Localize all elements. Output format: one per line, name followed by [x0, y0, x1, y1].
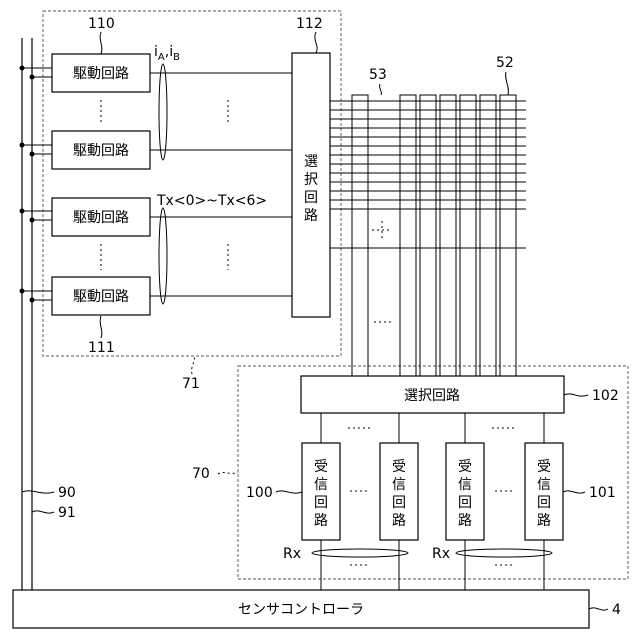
ref-71: 71	[182, 376, 200, 392]
svg-text:路: 路	[304, 208, 318, 224]
receive-circuit-1: 受 信 回 路	[302, 443, 340, 540]
ref-4: 4	[612, 602, 621, 618]
svg-text:受: 受	[458, 459, 472, 475]
svg-text:路: 路	[314, 513, 328, 529]
svg-text:信: 信	[314, 477, 328, 493]
svg-text:受: 受	[314, 459, 328, 475]
svg-text:路: 路	[458, 513, 472, 529]
svg-text:回: 回	[537, 495, 551, 511]
svg-text:回: 回	[392, 495, 406, 511]
ref-70: 70	[192, 466, 210, 482]
bundle-ellipse-iab	[159, 64, 167, 160]
drive-circuit-label: 駆動回路	[73, 66, 129, 82]
ref-52: 52	[496, 55, 514, 71]
ref-111: 111	[88, 340, 115, 356]
power-taps	[20, 66, 53, 303]
svg-text:回: 回	[304, 190, 318, 206]
drive-circuit-1: 駆動回路	[52, 54, 150, 92]
svg-text:回: 回	[458, 495, 472, 511]
signal-rx-label-2: Rx	[432, 546, 450, 562]
sensor-grid-horizontal	[330, 101, 526, 248]
drive-circuit-2: 駆動回路	[52, 131, 150, 169]
svg-text:択: 択	[304, 172, 318, 188]
ref-101: 101	[589, 485, 616, 501]
drive-output-lines	[150, 73, 292, 296]
svg-text:路: 路	[392, 513, 406, 529]
svg-text:回: 回	[314, 495, 328, 511]
signal-rx-label-1: Rx	[283, 546, 301, 562]
sensor-controller: センサコントローラ	[13, 590, 589, 628]
svg-text:路: 路	[537, 513, 551, 529]
svg-text:選: 選	[304, 154, 318, 170]
drive-circuit-4: 駆動回路	[52, 277, 150, 315]
signal-iab-label: iA,iB	[154, 44, 180, 63]
svg-text:選択回路: 選択回路	[404, 388, 460, 404]
bundle-ellipse-tx	[159, 208, 167, 304]
svg-text:受: 受	[392, 459, 406, 475]
receive-circuit-2: 受 信 回 路	[380, 443, 418, 540]
ref-102: 102	[592, 388, 619, 404]
svg-text:信: 信	[392, 477, 406, 493]
drive-circuit-label: 駆動回路	[73, 210, 129, 226]
ref-112: 112	[296, 16, 323, 32]
signal-tx-label: Tx<0>~Tx<6>	[156, 193, 267, 209]
ref-110: 110	[88, 16, 115, 32]
receive-circuit-3: 受 信 回 路	[446, 443, 484, 540]
drive-circuit-label: 駆動回路	[73, 143, 129, 159]
select-circuit-horizontal: 選択回路	[301, 376, 564, 413]
drive-circuit-3: 駆動回路	[52, 198, 150, 236]
select-circuit-vertical: 選 択 回 路	[292, 53, 330, 317]
drive-circuit-label: 駆動回路	[73, 289, 129, 305]
ref-100: 100	[246, 485, 273, 501]
ref-91: 91	[58, 505, 76, 521]
ref-53: 53	[369, 67, 387, 83]
receive-circuit-4: 受 信 回 路	[525, 443, 563, 540]
ref-90: 90	[58, 485, 76, 501]
svg-text:信: 信	[458, 477, 472, 493]
svg-text:センサコントローラ: センサコントローラ	[238, 602, 364, 618]
svg-text:信: 信	[537, 477, 551, 493]
bundle-ellipse-rx-2	[456, 549, 552, 557]
bundle-ellipse-rx-1	[312, 549, 408, 557]
svg-text:受: 受	[537, 459, 551, 475]
